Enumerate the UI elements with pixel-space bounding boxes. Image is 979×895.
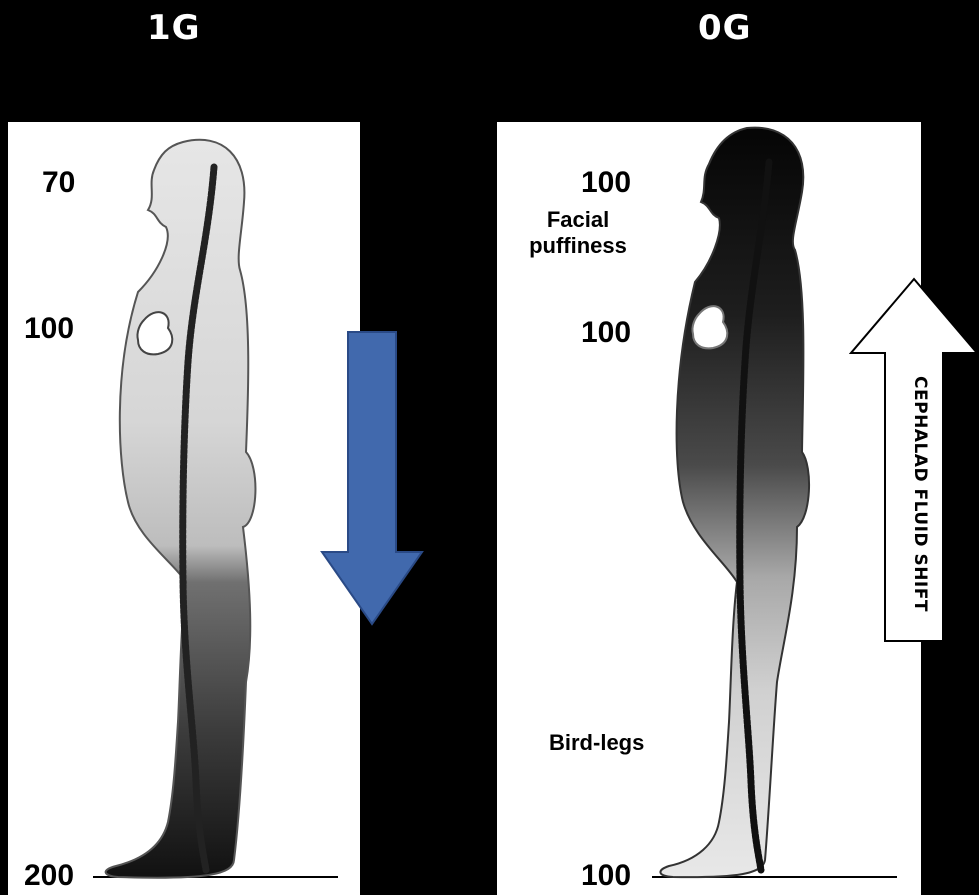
value-0g-feet: 100 bbox=[581, 861, 631, 891]
annotation-bird-legs: Bird-legs bbox=[549, 730, 679, 756]
cephalad-fluid-shift-label: CEPHALAD FLUID SHIFT bbox=[910, 376, 930, 612]
value-0g-head: 100 bbox=[581, 168, 631, 198]
value-0g-heart: 100 bbox=[581, 318, 631, 348]
value-1g-head: 70 bbox=[42, 168, 75, 198]
title-1g: 1G bbox=[147, 8, 201, 48]
annotation-facial-puffiness: Facial puffiness bbox=[511, 207, 645, 259]
title-0g: 0G bbox=[698, 8, 752, 48]
human-silhouette bbox=[8, 122, 360, 895]
value-1g-feet: 200 bbox=[24, 861, 74, 891]
value-1g-heart: 100 bbox=[24, 314, 74, 344]
panel-1g: 70 100 200 bbox=[8, 122, 360, 895]
down-arrow-icon bbox=[320, 330, 424, 626]
